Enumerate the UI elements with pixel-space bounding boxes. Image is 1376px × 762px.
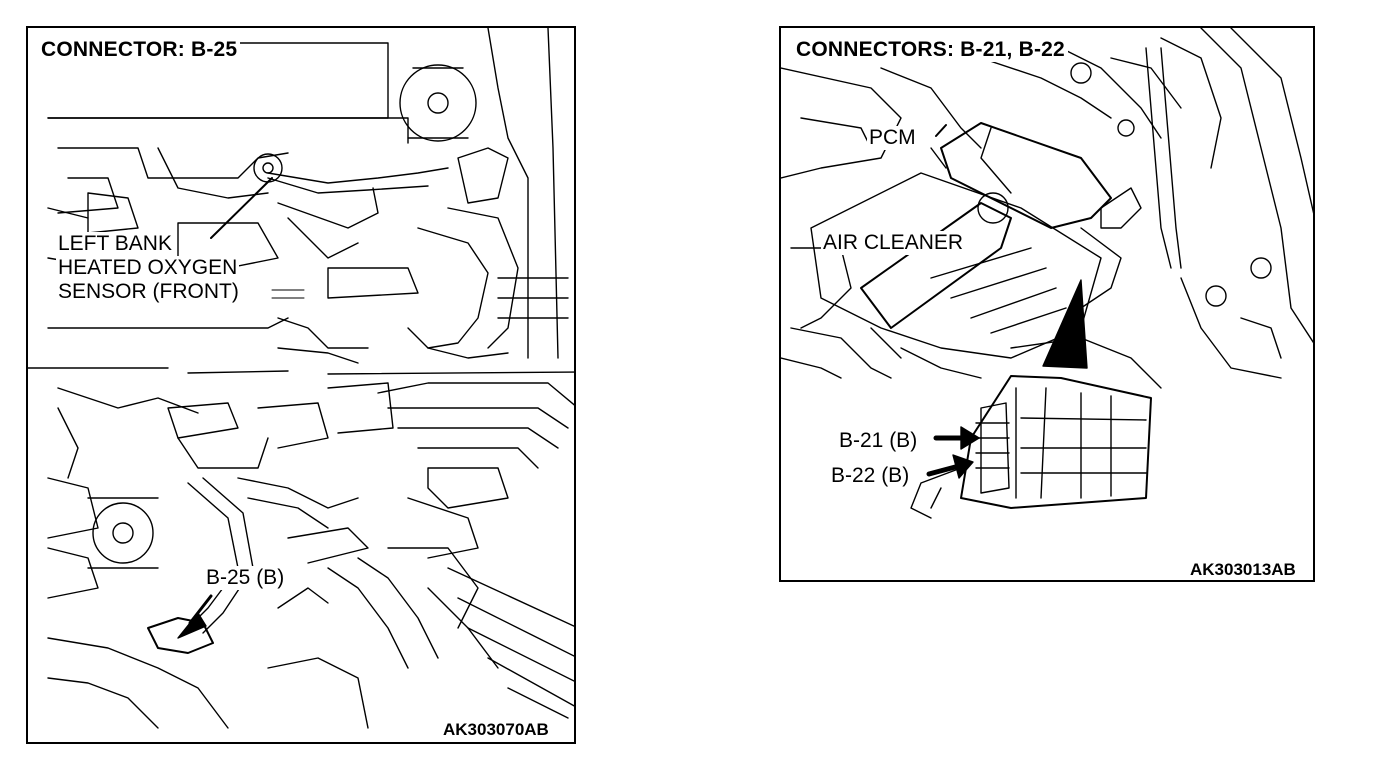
- sensor-label-line-1: LEFT BANK: [56, 232, 174, 256]
- connector-b21-label: B-21 (B): [837, 429, 920, 453]
- right-figure-id: AK303013AB: [1187, 560, 1299, 580]
- engine-bay-line-art-right: [781, 28, 1313, 519]
- connector-b22-label: B-22 (B): [829, 464, 912, 488]
- connector-b25-label: B-25 (B): [204, 566, 287, 590]
- left-figure-title: CONNECTOR: B-25: [38, 38, 241, 62]
- air-cleaner-label: AIR CLEANER: [821, 231, 966, 255]
- right-figure-title: CONNECTORS: B-21, B-22: [793, 38, 1068, 62]
- left-connector-figure: CONNECTOR: B-25 LEFT BANK HEATED OXYGEN …: [26, 26, 576, 744]
- engine-bay-line-art-left: [28, 28, 574, 729]
- sensor-label-line-3: SENSOR (FRONT): [56, 280, 241, 304]
- pcm-label: PCM: [867, 126, 918, 150]
- right-connector-figure: CONNECTORS: B-21, B-22 PCM AIR CLEANER B…: [779, 26, 1315, 582]
- left-figure-id: AK303070AB: [440, 720, 552, 740]
- sensor-label-line-2: HEATED OXYGEN: [56, 256, 240, 280]
